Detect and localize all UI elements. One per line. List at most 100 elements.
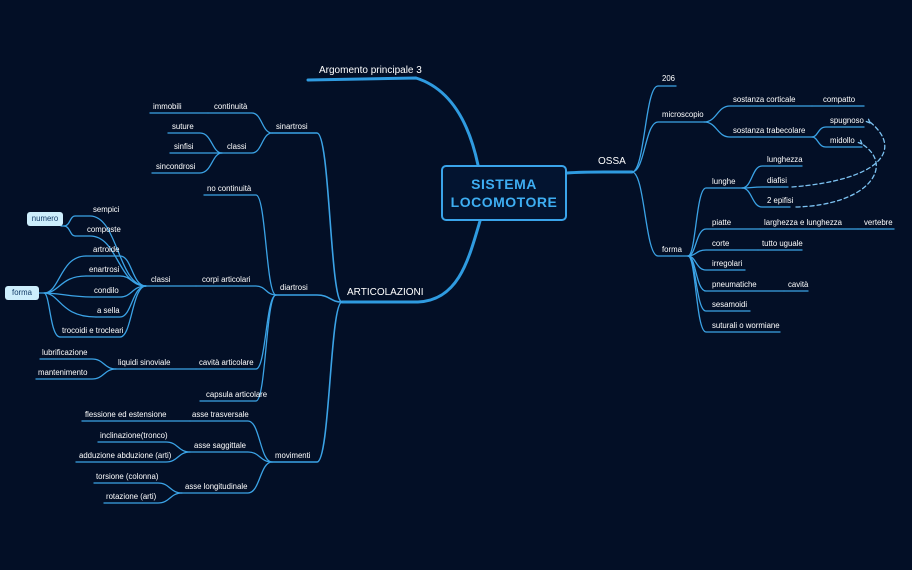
callout-numero[interactable]: numero [27,212,63,226]
node-lubrificazione[interactable]: lubrificazione [42,348,88,357]
edge-diafisi-to-spugnoso [791,121,886,188]
node-capsula-articolare[interactable]: capsula articolare [206,390,268,399]
node-asse-trasversale[interactable]: asse trasversale [192,410,249,419]
edge-enartrosi [85,275,147,287]
node-cavita-articolare[interactable]: cavità articolare [199,358,254,367]
edge-asse-longitudinale [181,461,273,494]
node-sinartrosi[interactable]: sinartrosi [276,122,308,131]
edge-mantenimento [35,368,117,380]
edge-torsione [93,482,183,494]
node-spugnoso[interactable]: spugnoso [830,116,864,125]
edge-epifisi [741,187,791,208]
node-sesamoidi[interactable]: sesamoidi [712,300,748,309]
node-206[interactable]: 206 [662,74,676,83]
node-rotazione[interactable]: rotazione (arti) [106,492,157,501]
edge-numero-composte [63,225,76,237]
edge-movimenti [271,301,343,463]
edge-corte [687,249,759,257]
central-topic[interactable]: SISTEMA LOCOMOTORE [441,165,567,221]
node-diartrosi[interactable]: diartrosi [280,283,308,292]
node-sempici[interactable]: sempici [93,205,120,214]
central-topic-line1: SISTEMA [471,176,537,192]
branch-ossa[interactable]: OSSA [598,156,626,167]
edge-corpi-articolari [195,285,277,296]
edge-ossa [565,170,634,175]
edge-continuita [207,112,273,134]
edge-argomento [306,76,480,167]
arrow-head-midollo [856,138,863,145]
node-continuita[interactable]: continuità [214,102,248,111]
node-2-epifisi[interactable]: 2 epifisi [767,196,794,205]
node-forma[interactable]: forma [662,245,682,254]
node-cavita[interactable]: cavità [788,280,809,289]
node-lunghe[interactable]: lunghe [712,177,736,186]
node-microscopio[interactable]: microscopio [662,110,704,119]
branch-argomento[interactable]: Argomento principale 3 [319,65,422,76]
node-movimenti[interactable]: movimenti [275,451,311,460]
node-diafisi[interactable]: diafisi [767,176,787,185]
edge-numero-sempici [60,215,76,227]
edge-spugnoso [811,126,865,138]
node-a-sella[interactable]: a sella [97,306,120,315]
edge-lunghe [687,187,743,257]
edge-adduzione [75,451,191,463]
edge-sempici [74,215,147,287]
edge-corticale [703,105,813,123]
node-liquidi-sinoviale[interactable]: liquidi sinoviale [118,358,171,367]
node-no-continuita[interactable]: no continuità [207,184,252,193]
node-piatte[interactable]: piatte [712,218,732,227]
node-classi-sinartrosi[interactable]: classi [227,142,247,151]
node-irregolari[interactable]: irregolari [712,259,743,268]
edge-inclinazione [97,441,191,453]
central-topic-line2: LOCOMOTORE [450,194,558,210]
node-pneumatiche[interactable]: pneumatiche [712,280,757,289]
node-midollo[interactable]: midollo [830,136,855,145]
node-torsione[interactable]: torsione (colonna) [96,472,159,481]
node-corte[interactable]: corte [712,239,730,248]
node-composte[interactable]: composte [87,225,121,234]
node-lunghezza[interactable]: lunghezza [767,155,803,164]
callout-forma[interactable]: forma [5,286,39,300]
node-suture[interactable]: suture [172,122,194,131]
edge-forma-trocoidi [43,292,61,338]
edge-lunghezza [741,165,803,189]
edge-lubrificazione [39,358,117,370]
edge-suturali [687,255,781,333]
arrow-head-spugnoso [864,117,871,124]
node-adduzione[interactable]: adduzione abduzione (arti) [79,451,172,460]
node-asse-longitudinale[interactable]: asse longitudinale [185,482,248,491]
node-vertebre[interactable]: vertebre [864,218,893,227]
node-larghezza-lunghezza[interactable]: larghezza e lunghezza [764,218,843,227]
edge-artroide [85,255,147,287]
node-trocoidi[interactable]: trocoidi e trocleari [62,326,124,335]
node-tutto-uguale[interactable]: tutto uguale [762,239,803,248]
edge-classi-sin [221,132,273,154]
node-sostanza-trabecolare[interactable]: sostanza trabecolare [733,126,806,135]
node-sincondrosi[interactable]: sincondrosi [156,162,196,171]
edge-trabecolare [703,121,813,138]
edge-trocoidi [59,285,147,338]
node-artroide[interactable]: artroide [93,245,120,254]
node-corpi-articolari[interactable]: corpi articolari [202,275,251,284]
edge-206 [631,85,677,173]
node-suturali[interactable]: suturali o wormiane [712,321,780,330]
edge-capsula [199,294,277,402]
node-sinfisi[interactable]: sinfisi [174,142,194,151]
edge-sinartrosi [271,132,343,303]
node-mantenimento[interactable]: mantenimento [38,368,88,377]
node-sostanza-corticale[interactable]: sostanza corticale [733,95,796,104]
node-immobili[interactable]: immobili [153,102,182,111]
node-asse-saggittale[interactable]: asse saggittale [194,441,247,450]
edge-articolazioni [340,219,482,304]
node-enartrosi[interactable]: enartrosi [89,265,120,274]
node-condilo[interactable]: condilo [94,286,119,295]
node-classi-diartrosi[interactable]: classi [151,275,171,284]
node-inclinazione[interactable]: inclinazione(tronco) [100,431,168,440]
edge-suture [167,132,223,154]
node-flessione[interactable]: flessione ed estensione [85,410,167,419]
node-compatto[interactable]: compatto [823,95,856,104]
branch-articolazioni[interactable]: ARTICOLAZIONI [347,287,424,298]
edge-no-continuita [203,194,277,296]
